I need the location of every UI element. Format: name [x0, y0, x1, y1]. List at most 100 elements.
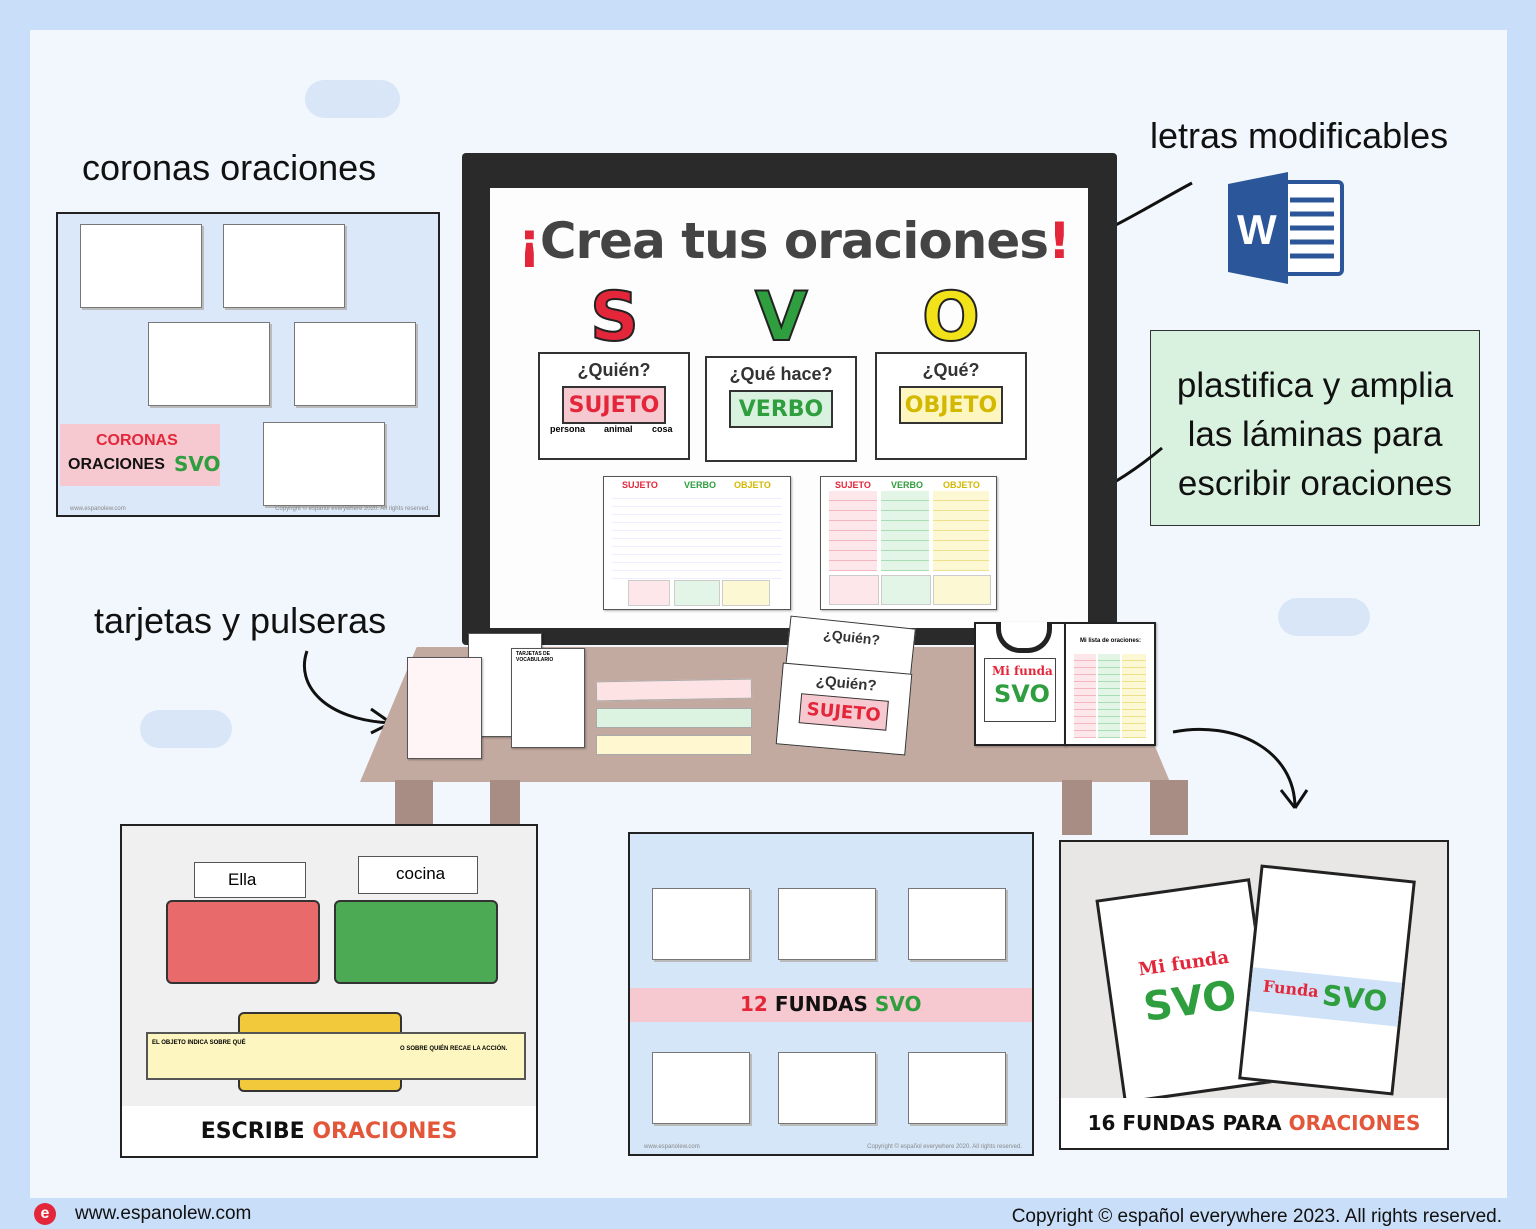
table-leg [395, 780, 433, 825]
coronas-title-line2: ORACIONES [68, 456, 165, 473]
plastifica-box: plastifica y amplia las láminas para esc… [1150, 330, 1480, 526]
table-leg [1062, 780, 1092, 835]
banner-left-text: EL OBJETO INDICA SOBRE QUÉ [152, 1040, 246, 1046]
fundas12-title: 12 FUNDAS SVO [740, 992, 922, 1016]
sheet-box [933, 575, 991, 605]
bracelet-s [595, 678, 753, 702]
brand-logo-icon: e [34, 1203, 56, 1225]
sheet-box [674, 580, 720, 606]
sheet-header: SUJETO [835, 480, 871, 490]
object-banner [146, 1032, 526, 1080]
fundas12-footer-right: Copyright © español everywhere 2020. All… [867, 1144, 1022, 1150]
card-tag: SUJETO [562, 386, 666, 424]
corona-thumbnail [263, 422, 385, 506]
word-icon: W [1228, 172, 1346, 284]
corona-thumbnail [294, 322, 416, 406]
funda-thumb [778, 888, 876, 960]
glasses-v [334, 900, 498, 984]
sheet-rows [612, 491, 782, 579]
coronas-title-box: CORONAS ORACIONES SVO [60, 424, 221, 486]
letter-v: V [754, 278, 809, 357]
plastifica-line: escribir oraciones [1177, 464, 1453, 503]
funda2-svo: SVO [1320, 978, 1389, 1019]
funda-svo: SVO [994, 680, 1050, 708]
funda-title: Mi funda [992, 664, 1053, 678]
sheet-box [722, 580, 770, 606]
sheet-column [881, 491, 929, 571]
card-tag: OBJETO [899, 386, 1003, 424]
word1: Ella [228, 870, 257, 889]
promo-16-fundas: Mi funda SVO Funda SVO 16 FUNDAS PARA OR… [1059, 840, 1449, 1150]
sheet-header: VERBO [891, 480, 924, 490]
funda1-svo: SVO [1140, 972, 1240, 1031]
cloud-decoration [140, 710, 232, 748]
vocab-sheet: SUJETO VERBO OBJETO [603, 476, 791, 610]
word2: cocina [396, 864, 446, 883]
quien-card-question: ¿Quién? [822, 626, 881, 649]
lista-column [1122, 654, 1146, 738]
corona-thumbnail [148, 322, 270, 406]
cloud-decoration [1278, 598, 1370, 636]
funda-neck [996, 622, 1052, 653]
label-tarjetas: tarjetas y pulseras [94, 600, 387, 641]
sheet-header: OBJETO [734, 480, 771, 490]
sujeto-tag: SUJETO [798, 693, 889, 731]
card-question: ¿Qué hace? [729, 364, 833, 384]
card-objeto: ¿Qué? OBJETO [875, 352, 1027, 460]
corona-thumbnail [80, 224, 202, 308]
sheet-column [829, 491, 877, 571]
quien-card-front: ¿Quién? SUJETO [775, 662, 913, 756]
footer-copyright: Copyright © español everywhere 2023. All… [1011, 1206, 1502, 1227]
funda-thumb [652, 888, 750, 960]
board-title: ¡Crea tus oraciones! [518, 212, 1071, 270]
bracelet-o [596, 735, 752, 755]
sheet-header: VERBO [684, 480, 717, 490]
card-sub: cosa [652, 424, 673, 434]
sheet-header: OBJETO [943, 480, 980, 490]
svg-text:W: W [1237, 206, 1277, 253]
bracelet-v [596, 708, 752, 728]
promo-caption: 16 FUNDAS PARA ORACIONES [1061, 1098, 1447, 1148]
vocab-card-sheet: TARJETAS DE VOCABULARIO [511, 648, 585, 748]
sheet-box [829, 575, 879, 605]
coronas-footer-right: Copyright © español everywhere 2020. All… [275, 506, 430, 512]
label-coronas: coronas oraciones [82, 147, 377, 188]
sheet-box [628, 580, 670, 606]
word-strip-2 [358, 856, 478, 894]
banner-right-text: O SOBRE QUIÉN RECAE LA ACCIÓN. [400, 1046, 508, 1052]
plastifica-line: las láminas para [1187, 415, 1443, 454]
funda-thumb [908, 888, 1006, 960]
coronas-footer-left: www.espanolew.com [70, 506, 126, 512]
footer-website[interactable]: www.espanolew.com [75, 1203, 252, 1224]
promo-caption: ESCRIBE ORACIONES [122, 1106, 536, 1156]
funda-sheet: Mi funda SVO [974, 622, 1066, 746]
vocab-header: TARJETAS DE VOCABULARIO [516, 651, 554, 663]
card-tag: VERBO [729, 390, 833, 428]
funda-thumb [778, 1052, 876, 1124]
cloud-decoration [305, 80, 400, 118]
promo-12-fundas: 12 FUNDAS SVO www.espanolew.com Copyrigh… [628, 832, 1034, 1156]
lista-title: Mi lista de oraciones: [1080, 638, 1142, 644]
glasses-s [166, 900, 320, 984]
label-letras: letras modificables [1150, 115, 1449, 156]
coronas-svo: SVO [174, 452, 221, 476]
corona-thumbnail [223, 224, 345, 308]
plastifica-line: plastifica y amplia [1176, 366, 1454, 405]
table-leg [490, 780, 520, 825]
coronas-panel: CORONAS ORACIONES SVO www.espanolew.com … [56, 212, 440, 517]
blank-sheet: SUJETO VERBO OBJETO [820, 476, 997, 610]
promo-escribe-oraciones: Ella cocina EL OBJETO INDICA SOBRE QUÉ O… [120, 824, 538, 1158]
lista-column [1098, 654, 1120, 738]
sheet-header: SUJETO [622, 480, 658, 490]
card-sub: persona [550, 424, 586, 434]
pink-band [630, 988, 1032, 1022]
card-question: ¿Quién? [577, 360, 651, 380]
funda-box [984, 658, 1056, 722]
funda-thumb [908, 1052, 1006, 1124]
fundas12-footer-left: www.espanolew.com [644, 1144, 700, 1150]
card-sujeto: ¿Quién? SUJETO persona animal cosa [538, 352, 690, 460]
word-strip-1 [194, 862, 306, 898]
funda-photo-2: Funda SVO [1238, 864, 1416, 1096]
coronas-title-line1: CORONAS [96, 432, 178, 449]
vocab-card-sheet [407, 657, 482, 759]
